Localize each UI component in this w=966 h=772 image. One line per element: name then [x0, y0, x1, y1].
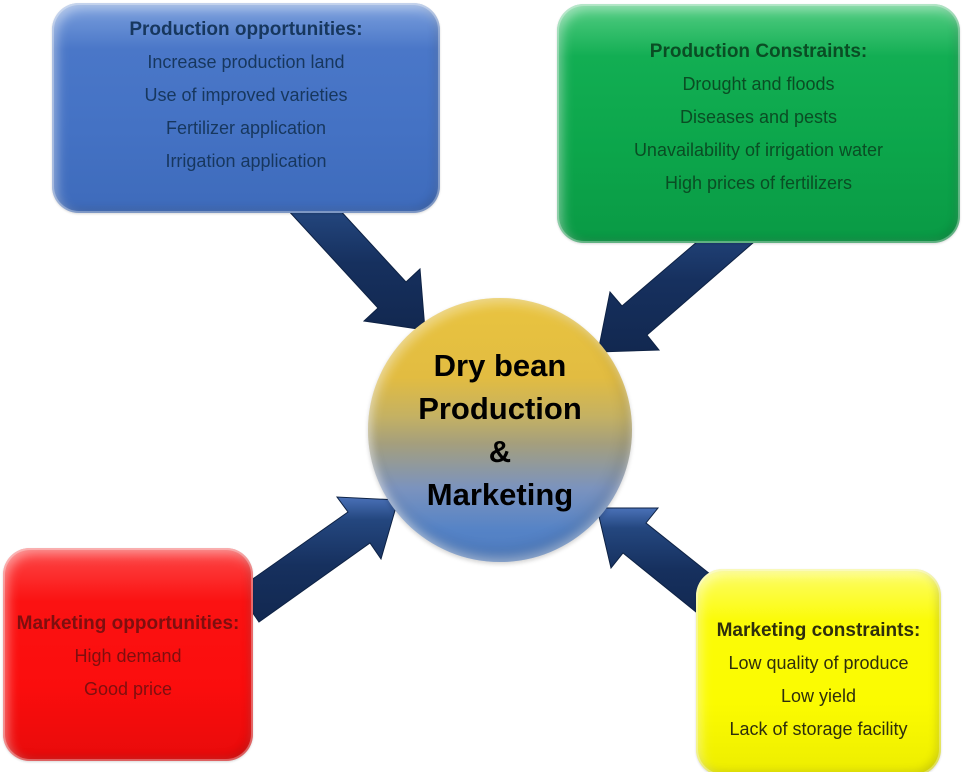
arrow-production-opportunities-to-center: [285, 181, 426, 331]
box-production-constraints-title: Production Constraints:: [649, 41, 868, 62]
box-marketing-constraints-item: Lack of storage facility: [729, 718, 908, 739]
box-production-opportunities-item: Fertilizer application: [165, 118, 327, 138]
box-production-constraints-item: Unavailability of irrigation water: [633, 140, 884, 160]
box-production-opportunities-item: Irrigation application: [165, 151, 327, 171]
center-circle: Dry bean Production & Marketing: [368, 298, 632, 562]
box-production-opportunities-item: Increase production land: [147, 52, 345, 72]
box-production-opportunities: Production opportunities: Increase produ…: [52, 3, 440, 213]
box-production-constraints-item: High prices of fertilizers: [664, 173, 853, 193]
box-marketing-opportunities-item: Good price: [83, 679, 173, 699]
box-production-constraints: Production Constraints: Drought and floo…: [557, 4, 960, 243]
arrow-marketing-opportunities-to-center: [236, 496, 399, 623]
box-marketing-constraints: Marketing constraints: Low quality of pr…: [696, 569, 941, 772]
box-production-constraints-item: Drought and floods: [682, 74, 835, 94]
box-production-constraints-item: Diseases and pests: [679, 107, 838, 127]
center-circle-line: Production: [418, 391, 582, 426]
center-circle-line: Marketing: [426, 477, 574, 512]
box-marketing-constraints-item: Low quality of produce: [728, 652, 909, 673]
box-production-opportunities-title: Production opportunities:: [129, 19, 363, 40]
box-marketing-constraints-item: Low yield: [780, 685, 857, 706]
box-marketing-constraints-title: Marketing constraints:: [716, 619, 921, 641]
box-marketing-opportunities-item: High demand: [74, 646, 182, 666]
box-production-opportunities-item: Use of improved varieties: [144, 85, 348, 105]
box-marketing-opportunities-title: Marketing opportunities:: [16, 613, 240, 634]
box-marketing-opportunities: Marketing opportunities: High demand Goo…: [3, 548, 253, 761]
center-circle-line: Dry bean: [433, 348, 567, 383]
center-circle-line: &: [488, 434, 512, 469]
